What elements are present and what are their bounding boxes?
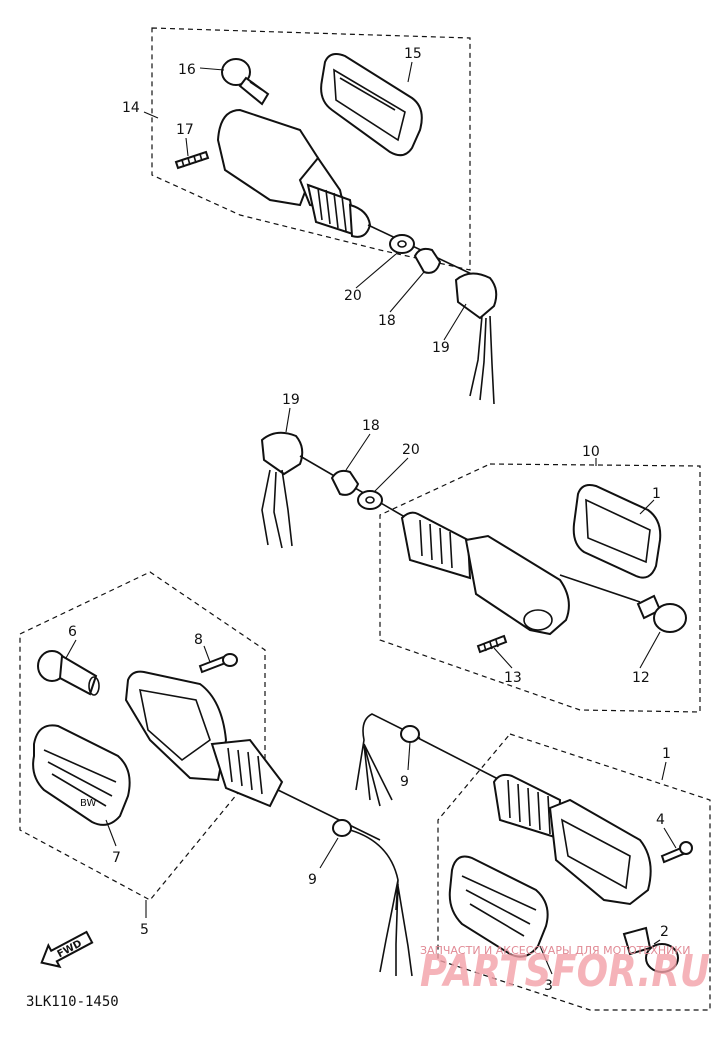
callout-1-lower-right: 1 (662, 746, 671, 762)
callout-20-top: 20 (344, 288, 362, 304)
assembly-lower-right-1: 9 1 4 2 3 (355, 713, 711, 1011)
callout-9-lower-left: 9 (308, 872, 317, 888)
callout-12: 12 (632, 670, 650, 686)
callout-2: 2 (660, 924, 669, 940)
assembly-top-14: 16 15 14 17 20 18 19 (122, 27, 498, 405)
callout-19-top: 19 (432, 340, 450, 356)
screw-8 (198, 653, 238, 674)
callout-16: 16 (178, 62, 196, 78)
callout-6: 6 (68, 624, 77, 640)
wires-19-middle (261, 469, 293, 549)
forward-direction-marker: FWD (40, 930, 94, 969)
callout-13: 13 (504, 670, 522, 686)
screw-4 (660, 841, 693, 864)
assembly-lower-left-5: BW 6 8 7 5 9 (19, 571, 413, 977)
watermark-tagline: ЗАПЧАСТИ И АКСЕССУАРЫ ДЛЯ МОТОТЕХНИКИ (420, 944, 690, 957)
callout-3: 3 (544, 978, 553, 994)
watermark: ЗАПЧАСТИ И АКСЕССУАРЫ ДЛЯ МОТОТЕХНИКИ PA… (420, 944, 710, 997)
callout-14: 14 (122, 100, 140, 116)
grommet-18-top (413, 247, 442, 274)
bulb-16 (221, 58, 270, 106)
watermark-brand: PARTSFOR.RU (420, 946, 710, 997)
callout-15: 15 (404, 46, 422, 62)
bulb-12 (636, 594, 687, 633)
callout-10: 10 (582, 444, 600, 460)
assembly-boundary-1 (437, 733, 711, 1011)
callout-18-middle: 18 (362, 418, 380, 434)
lens-7: BW (32, 724, 131, 826)
grommet-9-lower-right (400, 725, 420, 743)
screw-17 (174, 150, 210, 170)
housing-10 (400, 511, 570, 636)
lens-15 (320, 53, 423, 157)
callout-17: 17 (176, 122, 194, 138)
lens-7-marking: BW (80, 798, 97, 809)
housing-1 (492, 773, 652, 906)
housing-5 (124, 670, 381, 841)
wires-19-top (469, 315, 495, 405)
diagram-code: 3LK110-1450 (26, 994, 119, 1010)
callout-5: 5 (140, 922, 149, 938)
grommet-9-lower-left (332, 819, 352, 837)
callout-19-middle: 19 (282, 392, 300, 408)
lens-1-middle (572, 484, 662, 579)
assembly-boundary-14 (151, 27, 471, 271)
callout-9-lower-right: 9 (400, 774, 409, 790)
assembly-boundary-5 (19, 571, 266, 901)
wires-9-lower-right (355, 713, 421, 807)
housing-14 (216, 108, 481, 279)
boot-19-middle (260, 431, 304, 476)
washer-20-top (389, 234, 415, 254)
washer-20-middle (357, 490, 383, 510)
grommet-18-middle (330, 469, 360, 496)
callout-20-middle: 20 (402, 442, 420, 458)
callout-4: 4 (656, 812, 665, 828)
boot-19-top (454, 272, 498, 320)
callout-18-top: 18 (378, 313, 396, 329)
bulb-2 (622, 926, 679, 973)
callout-8: 8 (194, 632, 203, 648)
fwd-arrow-icon (40, 930, 94, 969)
wires-9-lower-left (349, 829, 413, 977)
screw-13 (476, 634, 508, 654)
callout-1-middle: 1 (652, 486, 661, 502)
callout-7: 7 (112, 850, 121, 866)
assembly-middle-10: 19 18 20 10 1 13 12 (260, 392, 701, 713)
lens-3 (448, 855, 549, 958)
bulb-6 (37, 650, 100, 696)
assembly-boundary-10 (379, 463, 701, 713)
